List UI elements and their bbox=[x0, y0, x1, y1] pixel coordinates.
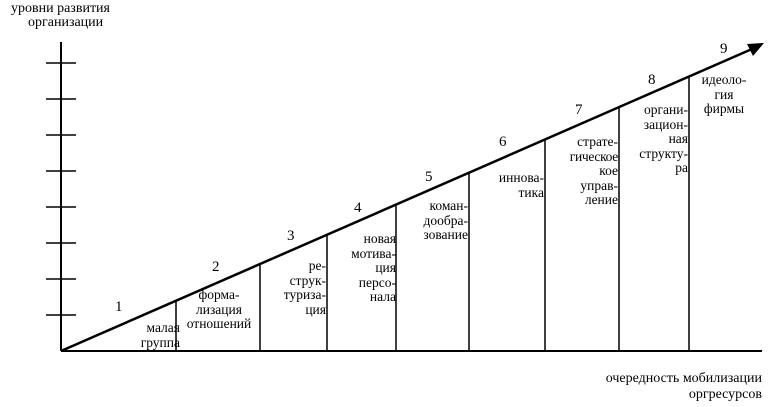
stage-number-7: 7 bbox=[575, 102, 583, 118]
stage-5-line-2: дообра- bbox=[423, 212, 468, 228]
stage-3-line-3: туриза- bbox=[283, 287, 326, 302]
stage-4-line-2: мотива- bbox=[351, 245, 396, 261]
stage-number-1: 1 bbox=[115, 299, 123, 315]
stage-label-2: форма- лизация отношений bbox=[175, 287, 263, 332]
stage-label-8: органи- зацион- ная структу- ра bbox=[622, 102, 688, 176]
stage-label-6: иннова- тика bbox=[472, 170, 544, 200]
stage-7-line-4: управ- bbox=[580, 177, 618, 193]
stage-number-2: 2 bbox=[212, 259, 220, 275]
stage-7-line-1: страте- bbox=[577, 134, 618, 149]
stage-6-line-2: тика bbox=[518, 184, 544, 200]
stage-1-line-2: группа bbox=[140, 334, 180, 350]
stage-8-line-4: структу- bbox=[639, 145, 688, 161]
y-axis-label-line-1: уровни развития bbox=[11, 1, 110, 16]
stage-2-line-2: лизация bbox=[196, 301, 242, 317]
stage-label-1: малая группа bbox=[118, 320, 181, 350]
stage-number-8: 8 bbox=[648, 72, 656, 88]
x-axis-label-line-1: очередность мобилизации bbox=[605, 371, 762, 386]
stage-4-line-1: новая bbox=[363, 231, 396, 246]
stage-3-line-2: струк- bbox=[289, 272, 326, 288]
stage-label-5: коман- дообра- зование bbox=[398, 198, 468, 243]
x-axis-label: очередность мобилизации оргресурсов bbox=[562, 370, 762, 402]
stage-4-line-4: персо- bbox=[358, 274, 396, 290]
x-axis-label-line-2: оргресурсов bbox=[688, 387, 762, 402]
stage-7-line-5: ление bbox=[584, 192, 618, 207]
stage-label-9: идеоло- гия фирмы bbox=[692, 72, 756, 117]
stage-label-7: страте- гическое кое управ- ление bbox=[550, 134, 619, 208]
stage-number-6: 6 bbox=[499, 134, 507, 150]
stage-3-line-4: ция bbox=[305, 301, 326, 317]
stage-1-line-1: малая bbox=[146, 320, 181, 335]
stage-number-4: 4 bbox=[354, 200, 362, 216]
stage-9-line-1: идеоло- bbox=[701, 72, 747, 87]
y-axis-label: уровни развития организации bbox=[11, 2, 161, 30]
stage-8-line-3: ная bbox=[668, 131, 688, 146]
stage-3-line-1: ре- bbox=[308, 258, 326, 273]
stage-number-9: 9 bbox=[720, 41, 728, 57]
stage-label-4: новая мотива- ция персо- нала bbox=[330, 231, 396, 305]
stage-8-line-5: ра bbox=[675, 160, 688, 175]
arrowhead bbox=[747, 43, 764, 56]
stage-7-line-2: гическое bbox=[569, 148, 619, 164]
stage-8-line-1: органи- bbox=[644, 102, 688, 117]
stage-4-line-5: нала bbox=[369, 289, 396, 304]
y-axis-label-line-2: организации bbox=[28, 15, 104, 30]
stage-2-line-3: отношений bbox=[186, 316, 252, 331]
stage-4-line-3: ция bbox=[375, 260, 396, 275]
y-axis-ticks bbox=[46, 62, 76, 316]
stage-8-line-2: зацион- bbox=[643, 116, 688, 132]
stage-9-line-3: фирмы bbox=[703, 101, 745, 116]
stage-5-line-1: коман- bbox=[429, 198, 468, 213]
stage-2-line-1: форма- bbox=[198, 287, 240, 302]
stage-7-line-3: кое bbox=[599, 163, 618, 178]
stage-6-line-1: иннова- bbox=[498, 170, 544, 185]
stage-label-3: ре- струк- туриза- ция bbox=[262, 258, 326, 317]
stage-5-line-3: зование bbox=[423, 227, 468, 242]
stage-dividers bbox=[175, 76, 690, 351]
stage-number-5: 5 bbox=[425, 169, 433, 185]
stage-9-line-2: гия bbox=[714, 86, 734, 102]
stage-number-3: 3 bbox=[287, 228, 295, 244]
